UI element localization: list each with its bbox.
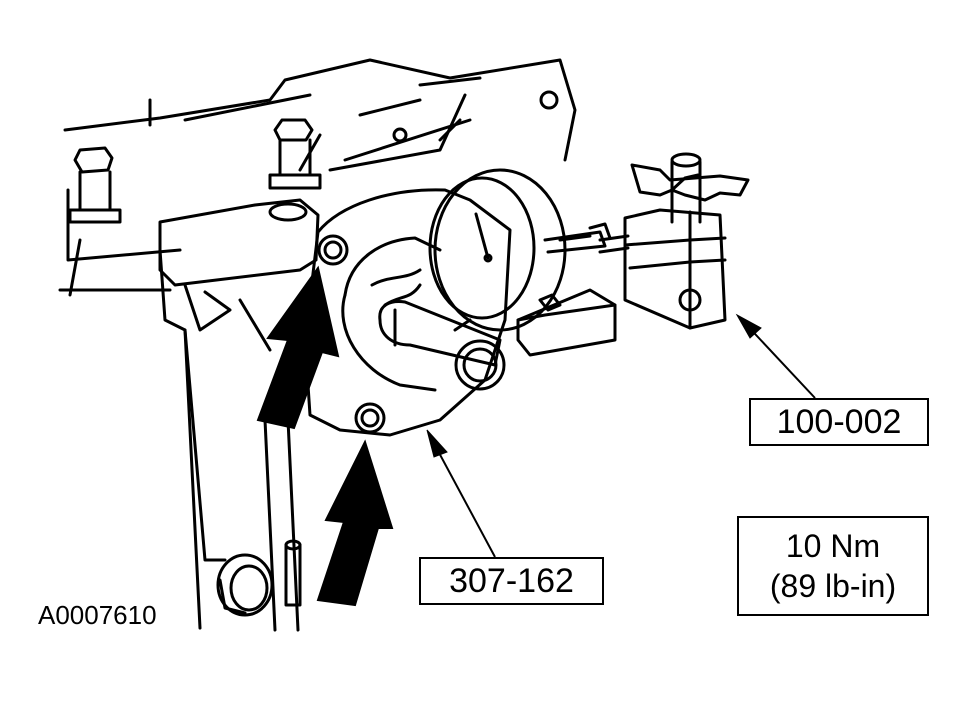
output-shaft xyxy=(378,300,506,391)
transmission-housing xyxy=(58,58,577,632)
leader-arrowhead-tool-1 xyxy=(735,313,762,339)
large-arrow-lower xyxy=(316,439,394,607)
magnetic-base xyxy=(598,152,750,330)
torque-metric: 10 Nm xyxy=(785,528,881,564)
leader-line-tool-2 xyxy=(429,435,496,558)
figure-id-label: A0007610 xyxy=(38,600,157,630)
bearing-race xyxy=(216,553,274,617)
tool-number-label: 100-002 xyxy=(776,403,902,441)
housing-bolt-left xyxy=(68,146,122,224)
dowel-pin xyxy=(284,539,302,607)
torque-imperial: (89 lb-in) xyxy=(769,568,897,604)
tool-number-callout-adapter: 307-162 xyxy=(419,557,604,605)
leader-arrowhead-tool-2 xyxy=(426,429,448,458)
bolt-location-arrows xyxy=(256,265,394,607)
dial-indicator-adapter-flange xyxy=(303,188,512,437)
dial-indicator-gauge xyxy=(370,168,612,332)
torque-spec-callout: 10 Nm (89 lb-in) xyxy=(737,516,929,616)
housing-bolt-right xyxy=(268,118,322,190)
large-arrow-upper xyxy=(256,265,340,430)
indicator-base-block xyxy=(516,288,617,357)
tool-number-label: 307-162 xyxy=(449,562,574,600)
tool-number-callout-magnetic-base: 100-002 xyxy=(749,398,929,446)
